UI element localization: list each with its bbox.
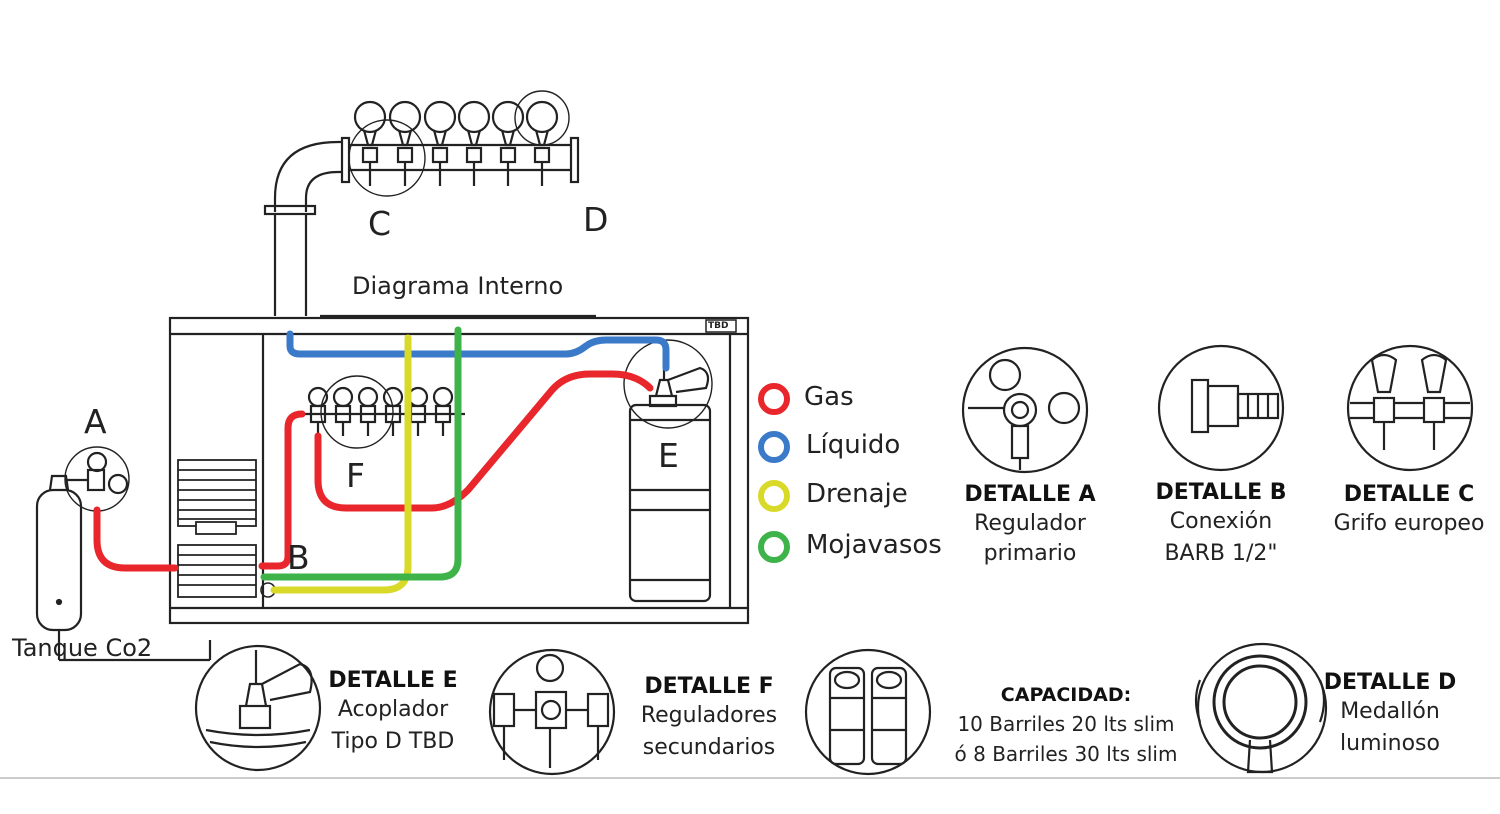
hose-liquid: [286, 330, 670, 372]
tap-faucet-icon: [457, 100, 491, 186]
detail-e-icon: [194, 644, 322, 772]
detail-d-line2: luminoso: [1340, 731, 1440, 756]
regulator-icon: [407, 386, 429, 436]
legend-drain-label: Drenaje: [806, 479, 908, 509]
detail-f-icon: [488, 648, 616, 776]
marker-e: E: [658, 436, 679, 475]
brand-plate: TBD: [708, 321, 729, 331]
detail-d-title: DETALLE D: [1323, 670, 1457, 695]
regulator-icon: [357, 386, 379, 436]
detail-d-caption: DETALLE D Medallón luminoso: [1322, 670, 1458, 761]
marker-c: C: [368, 204, 392, 243]
capacity-line1: 10 Barriles 20 lts slim: [957, 712, 1175, 736]
capacity-title: CAPACIDAD:: [1000, 684, 1132, 706]
callout-c-circle: [348, 119, 426, 197]
detail-a-icon: [961, 346, 1089, 474]
detail-b-caption: DETALLE B Conexión BARB 1/2": [1146, 480, 1296, 571]
detail-d-line1: Medallón: [1340, 699, 1440, 724]
regulator-icon: [332, 386, 354, 436]
tap-tower-icon: [263, 136, 580, 316]
detail-b-line1: Conexión: [1169, 509, 1273, 534]
barb-connector-icon: [1157, 344, 1285, 472]
detail-c-title: DETALLE C: [1343, 482, 1475, 507]
regulator-icon: [432, 386, 454, 436]
detail-a-title: DETALLE A: [964, 482, 1096, 507]
detail-c-line1: Grifo europeo: [1333, 511, 1485, 536]
hose-rinser: [260, 326, 462, 581]
detail-f-title: DETALLE F: [644, 674, 774, 699]
marker-f: F: [346, 456, 365, 495]
co2-tank-icon: [35, 451, 212, 662]
detail-c-caption: DETALLE C Grifo europeo: [1318, 482, 1500, 541]
detail-b-title: DETALLE B: [1155, 480, 1287, 505]
hose-gas-keg: [314, 370, 654, 512]
detail-f-line1: Reguladores: [640, 703, 778, 728]
detail-e-caption: DETALLE E Acoplador Tipo D TBD: [318, 668, 468, 759]
medallion-icon: [1194, 642, 1328, 774]
tap-faucet-icon: [388, 100, 422, 186]
detail-a-line1: Regulador: [974, 511, 1086, 536]
hoses: [93, 326, 670, 594]
tap-faucet-icon: [491, 100, 525, 186]
detail-b-line2: BARB 1/2": [1164, 541, 1278, 566]
legend-rings: [758, 383, 790, 563]
hose-gas-tank: [93, 506, 179, 572]
callout-f-circle: [320, 375, 394, 449]
marker-d: D: [583, 200, 609, 239]
detail-f-caption: DETALLE F Reguladores secundarios: [626, 674, 792, 765]
tap-faucet-icon: [353, 100, 387, 186]
regulator-icon: [307, 386, 329, 436]
detail-f-line2: secundarios: [642, 735, 776, 760]
detail-a-line2: primario: [983, 541, 1077, 566]
legend-rinser-ring: [758, 531, 790, 563]
legend-gas-label: Gas: [804, 382, 854, 412]
hose-gas-cabinet: [258, 410, 306, 570]
marker-a: A: [84, 402, 107, 441]
diagram-title: Diagrama Interno: [352, 272, 564, 300]
legend-gas-ring: [758, 383, 790, 415]
legend-drain-ring: [758, 480, 790, 512]
tank-label: Tanque Co2: [12, 634, 153, 662]
legend-rinser-label: Mojavasos: [806, 530, 942, 560]
detail-e-line2: Tipo D TBD: [331, 729, 455, 754]
detail-e-line1: Acoplador: [337, 697, 449, 722]
callout-d-circle: [514, 90, 570, 146]
detail-c-icon: [1346, 344, 1474, 472]
detail-e-title: DETALLE E: [328, 668, 458, 693]
marker-b: B: [287, 538, 310, 577]
callout-e-circle: [623, 339, 713, 429]
detail-a-caption: DETALLE A Regulador primario: [955, 482, 1105, 571]
capacity-kegs-icon: [804, 648, 932, 776]
hose-drain: [270, 334, 412, 594]
capacity-line2: ó 8 Barriles 30 lts slim: [954, 742, 1178, 766]
legend-liquid-label: Líquido: [806, 430, 901, 460]
tower-taps: [353, 100, 559, 186]
tap-faucet-icon: [423, 100, 457, 186]
legend-liquid-ring: [758, 431, 790, 463]
capacity-caption: CAPACIDAD: 10 Barriles 20 lts slim ó 8 B…: [946, 684, 1186, 766]
